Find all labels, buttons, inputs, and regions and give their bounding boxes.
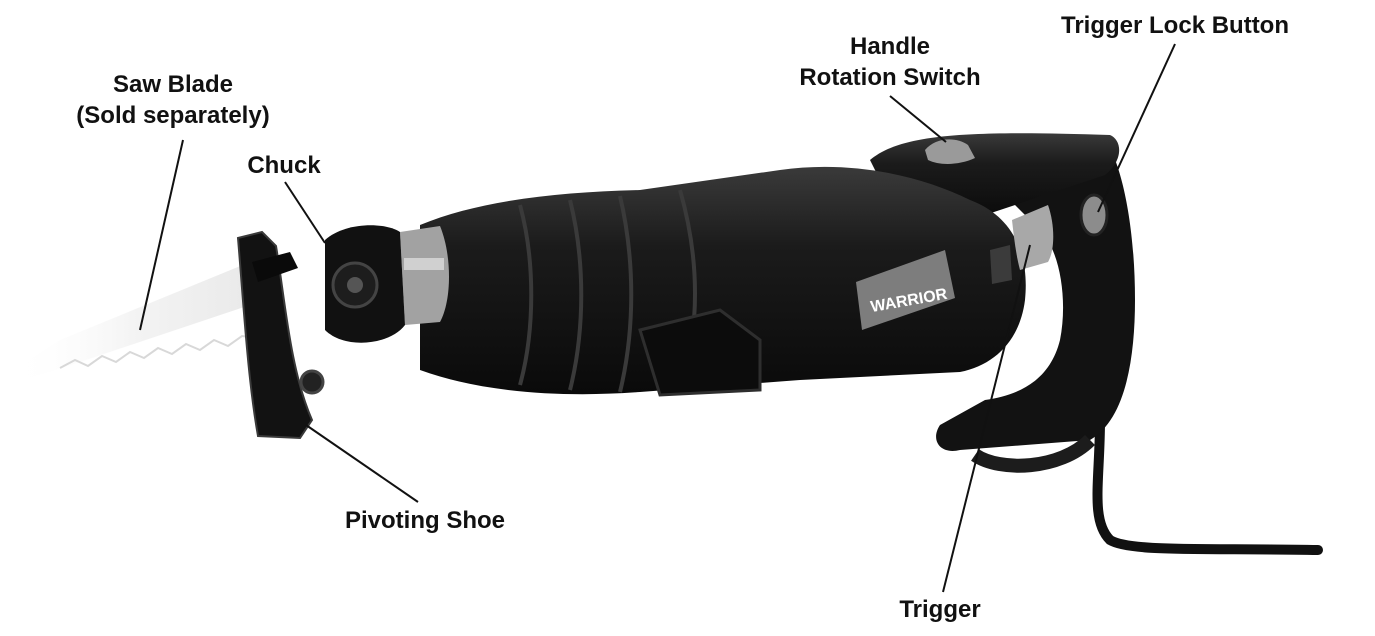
label-handle-rotation-switch: Handle Rotation Switch — [780, 31, 1000, 93]
saw-blade — [10, 262, 265, 378]
label-trigger-text: Trigger — [899, 596, 981, 623]
label-saw-blade: Saw Blade (Sold separately) — [48, 69, 298, 131]
leader-chuck — [284, 181, 326, 244]
label-pivoting-shoe: Pivoting Shoe — [325, 505, 525, 536]
leader-trigger — [942, 244, 1031, 593]
handle-rotation-switch[interactable] — [925, 139, 975, 164]
leader-handle-rotation — [889, 95, 947, 143]
label-saw-blade-line1: Saw Blade — [112, 71, 234, 98]
chuck-collar — [400, 226, 449, 325]
leader-lines — [139, 43, 1176, 593]
label-pivoting-shoe-text: Pivoting Shoe — [344, 507, 505, 534]
label-saw-blade-line2: (Sold separately) — [76, 102, 270, 129]
motor-housing — [420, 166, 1026, 395]
power-cord — [1092, 415, 1323, 555]
chuck — [325, 225, 405, 343]
vent — [990, 245, 1012, 284]
trigger[interactable] — [1012, 205, 1054, 270]
pivoting-shoe — [236, 230, 325, 440]
lower-body — [638, 308, 762, 397]
label-chuck-text: Chuck — [247, 152, 321, 179]
leader-pivoting-shoe — [305, 424, 419, 503]
label-trigger-lock-text: Trigger Lock Button — [1061, 12, 1289, 39]
label-trigger: Trigger — [880, 594, 1000, 625]
leader-trigger-lock — [1097, 43, 1176, 213]
leader-saw-blade — [139, 139, 184, 331]
collar-band — [404, 258, 444, 270]
label-trigger-lock-button: Trigger Lock Button — [1040, 10, 1310, 41]
label-handle-rotation-line2: Rotation Switch — [799, 64, 981, 91]
label-chuck: Chuck — [234, 150, 334, 181]
label-handle-rotation-line1: Handle — [849, 33, 930, 60]
